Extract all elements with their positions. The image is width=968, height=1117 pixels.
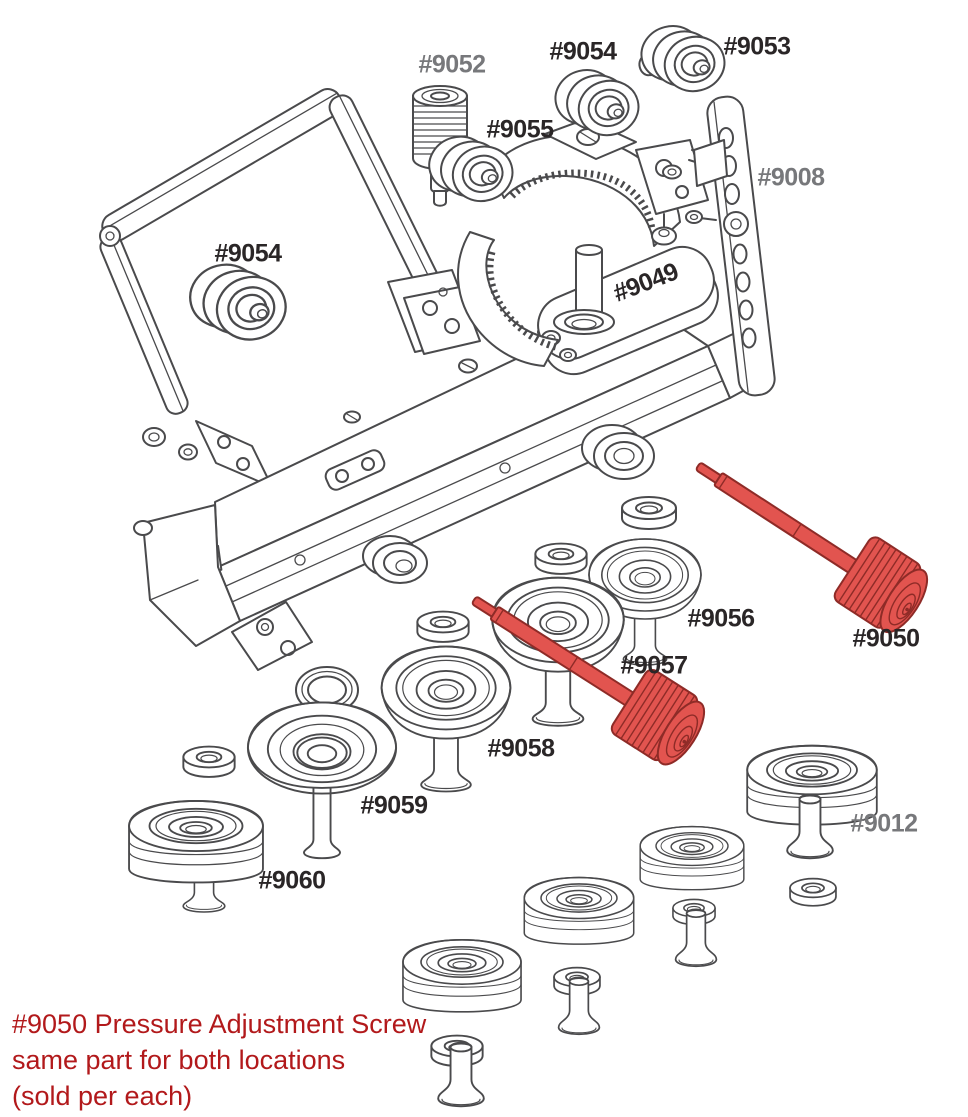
part-label-9052: #9052 [418, 50, 486, 79]
part-label-9053: #9053 [723, 32, 791, 61]
handle-frame [99, 88, 481, 488]
part-label-9060: #9060 [258, 866, 326, 895]
clamp-vise [457, 118, 725, 376]
beam-details [231, 424, 655, 671]
part-label-9057: #9057 [620, 651, 688, 680]
part-label-9059: #9059 [360, 791, 428, 820]
roller-9060 [128, 799, 264, 913]
arm-9008 [662, 95, 776, 397]
caption-9050-note: #9050 Pressure Adjustment Screw same par… [12, 1006, 426, 1114]
caption-line-2: same part for both locations [12, 1045, 346, 1075]
part-label-9058: #9058 [487, 734, 555, 763]
caption-line-1: #9050 Pressure Adjustment Screw [12, 1009, 427, 1039]
part-label-9012: #9012 [850, 809, 918, 838]
caption-line-3: (sold per each) [12, 1081, 193, 1111]
washer-9058-spacer [416, 610, 470, 643]
washer-9057-spacer [534, 542, 588, 575]
roller-9053 [634, 13, 732, 104]
washer-9012 [789, 877, 837, 907]
roller-9058 [380, 645, 512, 793]
part-label-9008: #9008 [757, 163, 825, 192]
part-label-9055: #9055 [486, 115, 554, 144]
part-label-9054-top: #9054 [549, 37, 617, 66]
part-label-9054-left: #9054 [214, 239, 282, 268]
part-label-9050: #9050 [852, 624, 920, 653]
roller-bottom-middle [523, 876, 635, 945]
roller-bottom-right [639, 825, 745, 891]
washer-9060-spacer [182, 745, 236, 778]
part-label-9056: #9056 [687, 604, 755, 633]
pulley-9059 [246, 701, 398, 860]
roller-bottom-left [402, 939, 522, 1013]
washer-9056-spacer [621, 496, 677, 530]
machine-assembly [99, 88, 776, 671]
